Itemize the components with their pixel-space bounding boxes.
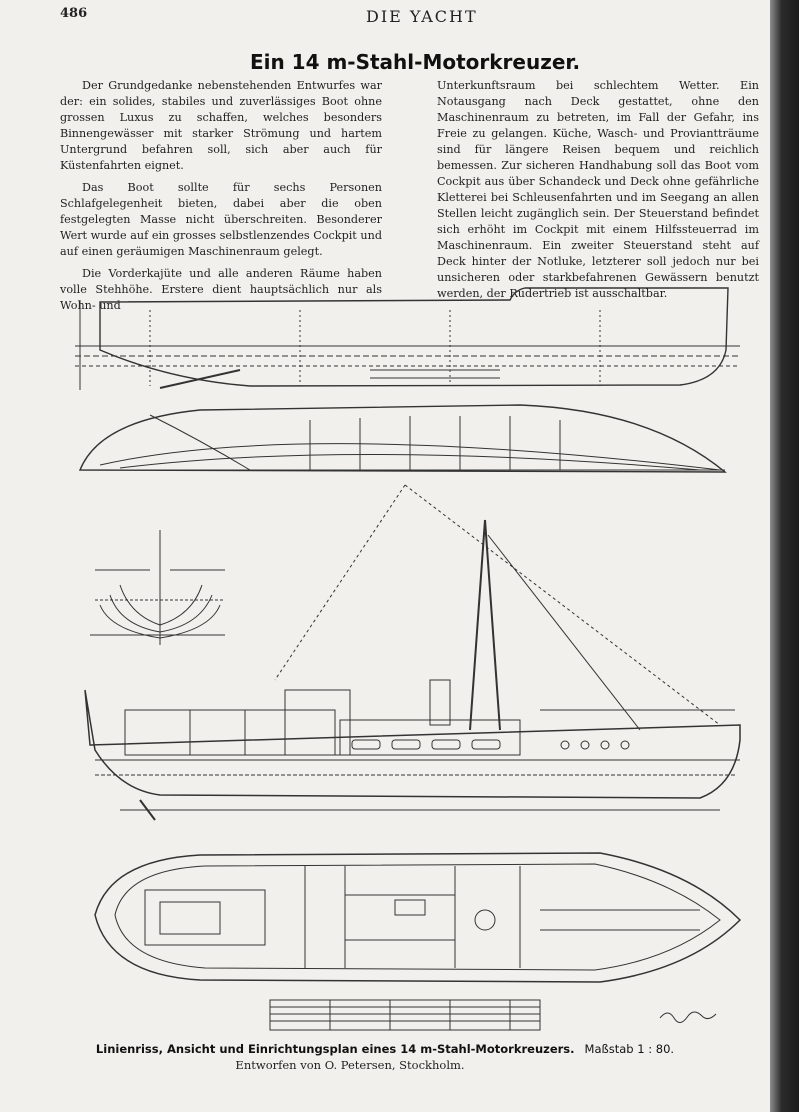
figure-credit: Entworfen von O. Petersen, Stockholm. xyxy=(235,1058,465,1072)
page-number: 486 xyxy=(60,6,88,21)
scale-bar xyxy=(269,999,541,1031)
book-spine-shadow xyxy=(770,0,799,1112)
caption-main: Linienriss, Ansicht und Einrichtungsplan… xyxy=(95,1042,575,1056)
running-title: DIE YACHT xyxy=(366,7,478,26)
paragraph: Das Boot sollte für sechs Personen Schla… xyxy=(60,181,382,258)
body-plan-drawing xyxy=(90,530,225,645)
caption-scale: Maßstab 1 : 80. xyxy=(584,1042,675,1056)
arrangement-plan-drawing xyxy=(94,852,742,983)
boat-plan-drawings xyxy=(75,287,742,1031)
lines-half-breadth-drawing xyxy=(78,404,727,473)
article-title: Ein 14 m-Stahl-Motorkreuzer. xyxy=(249,50,581,74)
paragraph: Der Grundgedanke nebenstehenden Entwurfe… xyxy=(60,79,382,172)
paragraph: Die Vorderkajüte und alle anderen Räume … xyxy=(60,267,382,312)
paragraph: Unterkunftsraum bei schlechtem Wetter. E… xyxy=(437,79,759,300)
elevation-drawing xyxy=(84,484,741,821)
signature-mark xyxy=(659,1011,717,1023)
figure-caption: Linienriss, Ansicht und Einrichtungsplan… xyxy=(60,1042,710,1056)
magazine-page: 486 DIE YACHT Ein 14 m-Stahl-Motorkreuze… xyxy=(0,0,770,1112)
lines-profile-drawing xyxy=(75,287,740,390)
text-column-right: Unterkunftsraum bei schlechtem Wetter. E… xyxy=(437,78,759,308)
text-column-left: Der Grundgedanke nebenstehenden Entwurfe… xyxy=(60,78,382,320)
